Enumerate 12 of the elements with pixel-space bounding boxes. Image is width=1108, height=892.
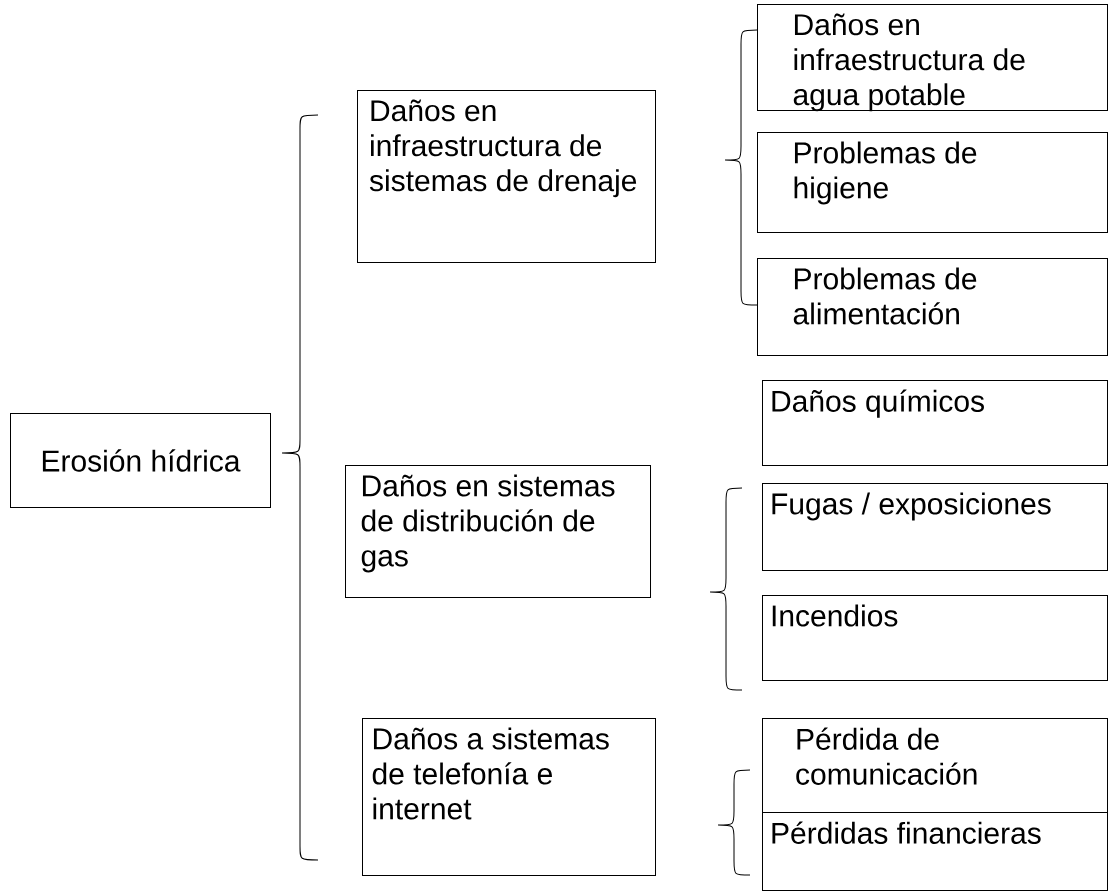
text-box: Pérdida de comunicación bbox=[762, 718, 1108, 813]
text-box: Problemas de alimentación bbox=[757, 258, 1108, 356]
text-box: Problemas de higiene bbox=[757, 132, 1108, 233]
text-box: Erosión hídrica bbox=[10, 413, 271, 508]
text-box: Daños a sistemas de telefonía e internet bbox=[362, 718, 656, 876]
text-box: Pérdidas financieras bbox=[762, 812, 1108, 891]
text-box: Daños en infraestructura de agua potable bbox=[757, 4, 1108, 112]
text-box: Daños en sistemas de distribución de gas bbox=[345, 465, 651, 598]
text-box: Daños en infraestructura de sistemas de drenaje bbox=[357, 90, 656, 263]
text-box: Fugas / exposiciones bbox=[762, 483, 1108, 571]
text-box: Daños químicos bbox=[762, 380, 1108, 466]
text-box: Incendios bbox=[762, 595, 1108, 681]
